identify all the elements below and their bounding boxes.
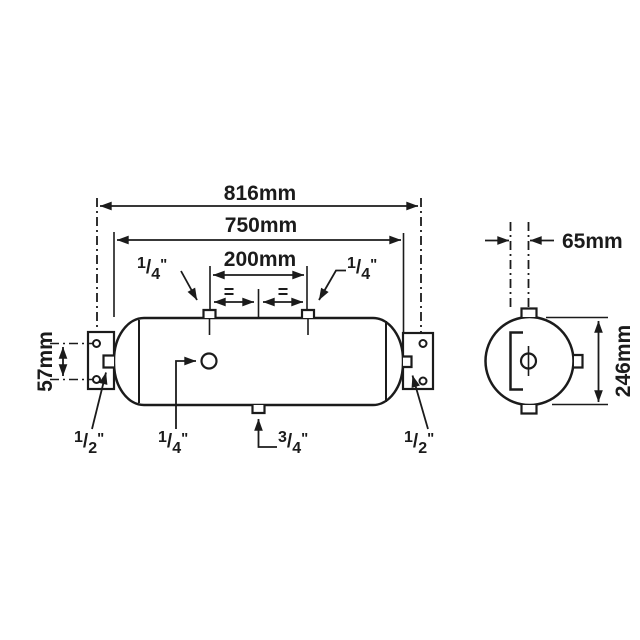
end-port-top [520,307,538,317]
port-label-bottom: 3/4" [278,429,308,457]
port-label-top-left: 1/4" [137,255,167,283]
side-view [86,308,435,415]
leader-side-right-half [411,375,429,430]
bracket-hole-right-bottom [418,376,428,386]
leaders [91,269,429,448]
end-view: 65mm 246mm [484,222,635,415]
end-bracket-profile [509,331,523,391]
bracket-hole-left-top [92,339,101,348]
leader-face-quarter [175,356,197,429]
port-side-right [403,355,413,369]
port-label-face: 1/4" [158,429,188,457]
end-port-right [574,353,584,369]
dim-57: 57mm [34,331,93,392]
end-port-bottom [520,405,538,415]
leader-top-right-quarter [318,269,346,301]
port-labels: 1/4" 1/4" 1/2" 1/4" 3/4" 1/2" [74,255,434,457]
port-top-left [202,308,217,318]
bracket-hole-left-bottom [92,375,101,384]
port-side-left [102,354,114,369]
leader-side-left-half [91,372,108,430]
equal-mark-right: = [278,282,289,302]
port-top-right [300,308,316,318]
leader-top-left-quarter [180,270,198,301]
port-label-side-right: 1/2" [404,429,434,457]
bracket-hole-right-top [418,339,428,348]
dim-750-label: 750mm [225,214,297,237]
dim-816-label: 816mm [224,182,296,205]
dim-57-label: 57mm [34,331,57,392]
dim-200-label: 200mm [224,248,296,271]
port-label-top-right: 1/4" [347,255,377,283]
dim-65-label: 65mm [562,230,623,253]
leader-bottom-threequarter [254,418,277,448]
port-face [200,352,218,370]
dim-246-label: 246mm [612,325,635,397]
port-bottom [251,405,266,415]
port-label-side-left: 1/2" [74,429,104,457]
tank-body [112,316,405,407]
equal-mark-left: = [224,282,235,302]
